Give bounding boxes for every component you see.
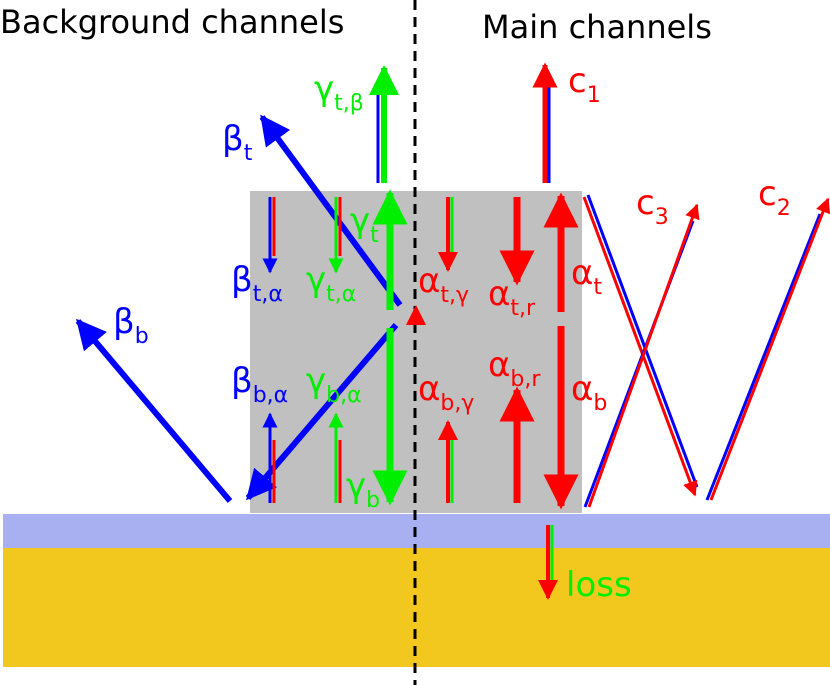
gamma-t-beta-arrow: [369, 65, 399, 183]
loss-arrow: [538, 525, 558, 600]
beta-t-arrow: [259, 114, 403, 307]
label-gamma-t: γt: [350, 201, 379, 248]
center-red-arrowhead: [406, 305, 426, 325]
gamma-t-alpha-arrow: [328, 197, 344, 274]
beta-b-alpha-arrow: [262, 412, 278, 503]
label-gamma-t-alpha: γt,α: [306, 260, 356, 307]
crossing-arrow-down: [582, 194, 699, 497]
header-main: Main channels: [482, 8, 712, 46]
label-c2: c2: [758, 174, 791, 221]
label-beta-b: βb: [113, 302, 149, 349]
label-alpha-b-gamma: αb,γ: [418, 369, 474, 416]
beta-t-alpha-arrow: [262, 197, 278, 274]
header-background: Background channels: [0, 3, 344, 41]
label-loss: loss: [566, 565, 632, 605]
beta-b-arrow: [75, 318, 233, 503]
label-gamma-b: γb: [346, 466, 380, 513]
label-c3: c3: [636, 183, 669, 230]
label-beta-t-alpha: βt,α: [231, 260, 283, 307]
label-gamma-b-alpha: γb,α: [306, 361, 362, 408]
label-beta-b-alpha: βb,α: [231, 361, 288, 408]
label-alpha-b: αb: [571, 369, 607, 416]
label-gamma-t-beta: γt,β: [314, 69, 364, 116]
c3-arrow: [583, 203, 700, 508]
label-alpha-t: αt: [571, 253, 602, 300]
label-alpha-t-r: αt,r: [488, 274, 536, 321]
alpha-t-gamma-arrow: [438, 197, 458, 272]
label-alpha-t-gamma: αt,γ: [418, 261, 469, 308]
label-c1: c1: [568, 61, 601, 108]
label-beta-t: βt: [222, 119, 253, 166]
gamma-b-alpha-arrow: [328, 412, 344, 503]
c2-arrow: [705, 197, 830, 501]
alpha-b-gamma-arrow: [438, 420, 458, 503]
c1-arrow: [532, 62, 558, 183]
label-alpha-b-r: αb,r: [488, 345, 541, 392]
